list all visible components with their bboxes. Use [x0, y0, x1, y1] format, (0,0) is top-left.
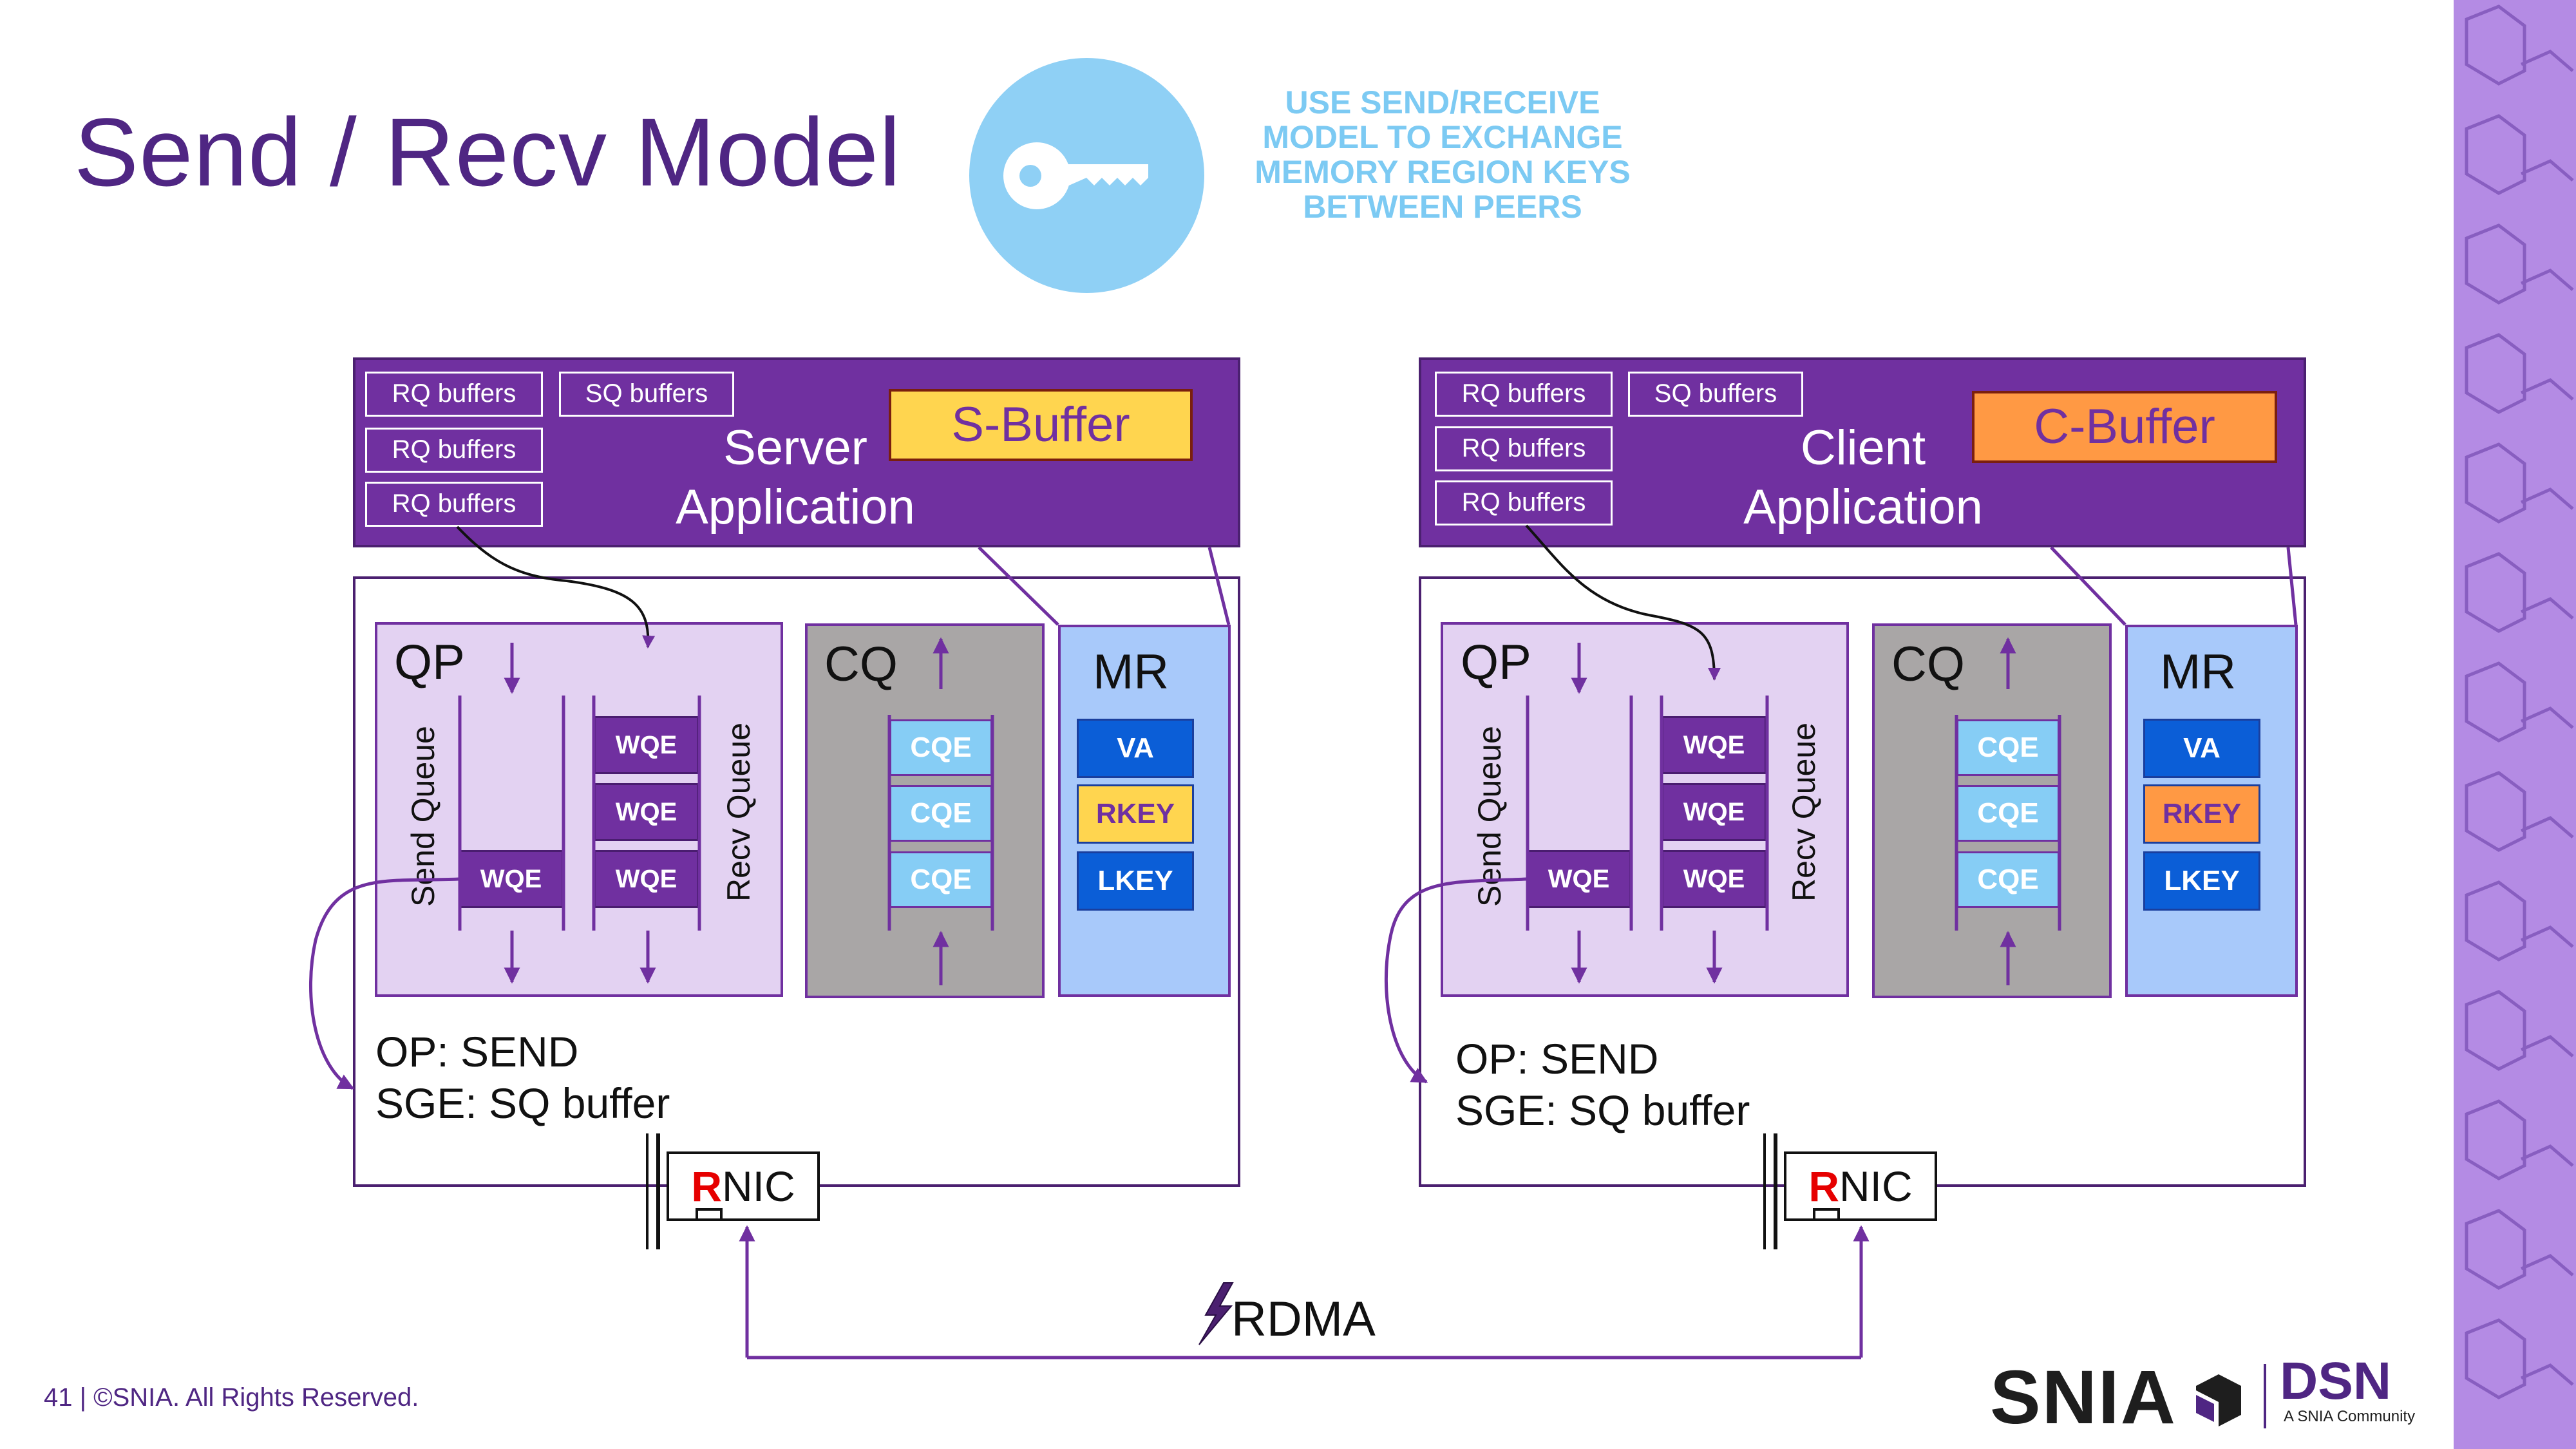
client-send-wqe: WQE: [1526, 850, 1631, 908]
client-rq-buffer: RQ buffers: [1435, 426, 1613, 471]
client-recv-wqe: WQE: [1662, 850, 1766, 908]
page-title: Send / Recv Model: [74, 98, 902, 206]
logo-divider: [2264, 1364, 2266, 1428]
client-mr-va: VA: [2143, 719, 2260, 778]
client-app-label-line: Application: [1743, 480, 1983, 535]
server-mr-label: MR: [1093, 645, 1170, 699]
s-buffer: S-Buffer: [889, 389, 1193, 461]
c-buffer: C-Buffer: [1972, 391, 2277, 463]
client-app-label: Client Application: [1712, 419, 2014, 537]
client-qp-label: QP: [1461, 635, 1531, 690]
server-op-text: OP: SEND SGE: SQ buffer: [375, 1026, 670, 1129]
server-sq-buffer: SQ buffers: [559, 372, 734, 417]
server-rq-buffer: RQ buffers: [365, 372, 543, 417]
client-cq-label: CQ: [1891, 637, 1965, 692]
client-mr-rkey: RKEY: [2143, 784, 2260, 844]
rnic-r: R: [1808, 1162, 1839, 1210]
client-recv-wqe: WQE: [1662, 716, 1766, 774]
tagline: USE SEND/RECEIVE MODEL TO EXCHANGE MEMOR…: [1224, 85, 1662, 224]
tagline-line: MODEL TO EXCHANGE: [1262, 119, 1623, 155]
lightning-icon: [1198, 1282, 1234, 1345]
snia-cube-icon: [2196, 1374, 2241, 1426]
client-cqe: CQE: [1956, 851, 2060, 908]
client-rq-buffer: RQ buffers: [1435, 480, 1613, 526]
key-icon: [1003, 142, 1148, 209]
server-send-wqe: WQE: [459, 850, 564, 908]
client-mr-lkey: LKEY: [2143, 851, 2260, 911]
server-op-line: OP: SEND: [375, 1028, 579, 1075]
tagline-line: USE SEND/RECEIVE: [1285, 84, 1600, 120]
footer-copyright: 41 | ©SNIA. All Rights Reserved.: [44, 1383, 419, 1412]
client-recv-wqe: WQE: [1662, 783, 1766, 841]
tagline-line: BETWEEN PEERS: [1303, 189, 1582, 225]
server-rnic: RNIC: [667, 1151, 820, 1221]
server-recv-queue-label: Recv Queue: [721, 723, 757, 902]
client-op-line: OP: SEND: [1455, 1035, 1659, 1083]
server-app-label-line: Server: [723, 421, 867, 475]
client-rnic: RNIC: [1784, 1151, 1937, 1221]
key-badge: [969, 58, 1204, 293]
snia-logo-text: SNIA: [1990, 1355, 2177, 1440]
client-cqe: CQE: [1956, 785, 2060, 842]
rnic-r: R: [691, 1162, 722, 1210]
rnic-rest: NIC: [722, 1162, 795, 1210]
client-cqe: CQE: [1956, 719, 2060, 776]
server-rq-buffer: RQ buffers: [365, 482, 543, 527]
dsn-logo-text: DSN: [2280, 1352, 2392, 1410]
client-application-panel: [1419, 357, 2306, 547]
server-mr-va: VA: [1077, 719, 1194, 778]
server-sge-line: SGE: SQ buffer: [375, 1079, 670, 1127]
server-cqe: CQE: [889, 785, 992, 842]
client-send-queue-label: Send Queue: [1472, 726, 1508, 907]
client-sq-buffer: SQ buffers: [1628, 372, 1803, 417]
server-cq-label: CQ: [824, 637, 898, 692]
server-recv-wqe: WQE: [594, 716, 699, 774]
pattern-icon: [2465, 5, 2574, 1399]
server-app-label: Server Application: [644, 419, 947, 537]
client-rq-buffer: RQ buffers: [1435, 372, 1613, 417]
server-app-label-line: Application: [676, 480, 915, 535]
server-qp-label: QP: [394, 635, 465, 690]
rdma-label: RDMA: [1231, 1292, 1376, 1347]
client-app-label-line: Client: [1800, 421, 1926, 475]
client-recv-queue-label: Recv Queue: [1786, 723, 1822, 902]
server-mr-rkey: RKEY: [1077, 784, 1194, 844]
server-cqe: CQE: [889, 719, 992, 776]
dsn-logo-subtitle: A SNIA Community: [2284, 1408, 2416, 1425]
server-qp-panel: [375, 622, 783, 997]
decorative-side-strip: [2454, 0, 2576, 1449]
server-send-queue-label: Send Queue: [405, 726, 441, 907]
client-op-text: OP: SEND SGE: SQ buffer: [1455, 1033, 1750, 1136]
rnic-rest: NIC: [1839, 1162, 1913, 1210]
server-cq-panel: [805, 623, 1045, 998]
client-mr-label: MR: [2160, 645, 2237, 699]
server-recv-wqe: WQE: [594, 783, 699, 841]
client-sge-line: SGE: SQ buffer: [1455, 1086, 1750, 1134]
server-mr-lkey: LKEY: [1077, 851, 1194, 911]
server-rq-buffer: RQ buffers: [365, 428, 543, 473]
server-recv-wqe: WQE: [594, 850, 699, 908]
tagline-line: MEMORY REGION KEYS: [1255, 154, 1631, 190]
server-cqe: CQE: [889, 851, 992, 908]
